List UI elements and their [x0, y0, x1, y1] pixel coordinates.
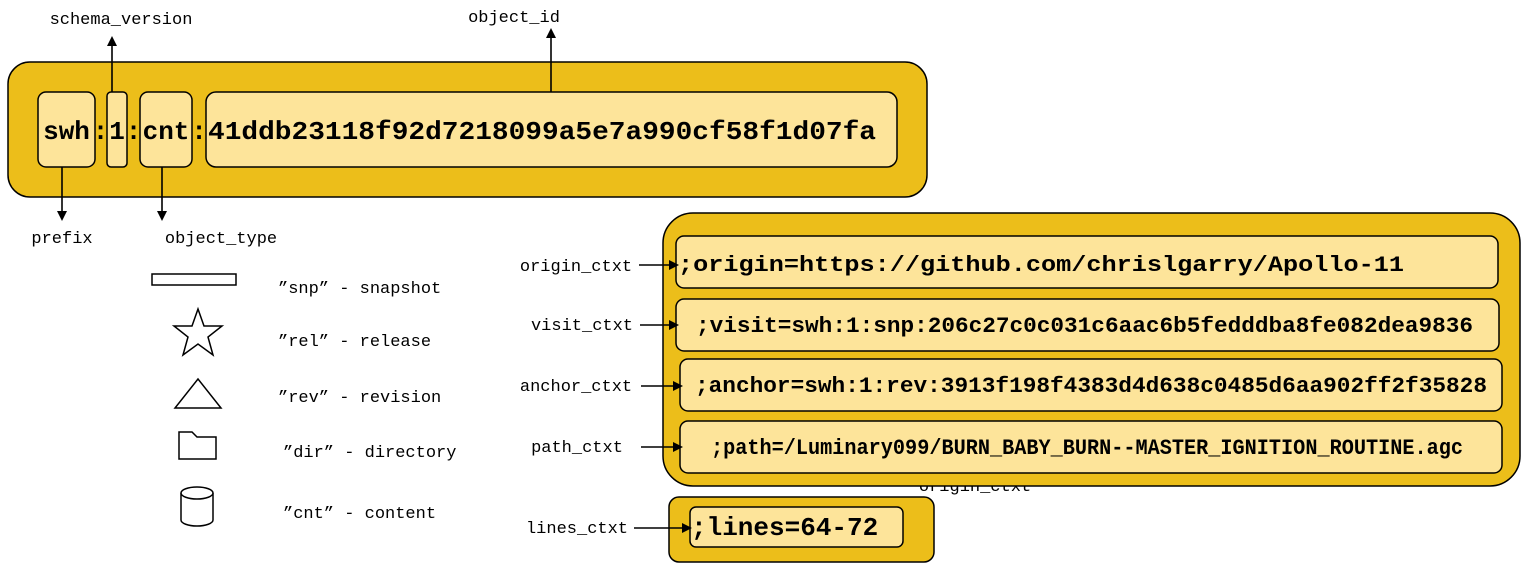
schema-version-text: 1: [109, 117, 125, 147]
schema-version-box: [106, 91, 128, 168]
origin-value: ;origin=https://github.com/chrislgarry/A…: [678, 253, 1404, 278]
path-value: ;path=/Luminary099/BURN_BABY_BURN--MASTE…: [711, 436, 1463, 461]
anchor-label: anchor_ctxt: [520, 378, 632, 397]
path-label: path_ctxt: [531, 439, 623, 458]
anchor-value: ;anchor=swh:1:rev:3913f198f4383d4d638c04…: [695, 374, 1487, 399]
prefix-text: swh: [43, 117, 90, 147]
visit-label: visit_ctxt: [531, 317, 633, 336]
legend-directory: ”dir” - directory: [283, 444, 456, 463]
release-star-icon: [171, 306, 225, 357]
origin-label: origin_ctxt: [520, 258, 632, 277]
visit-value: ;visit=swh:1:snp:206c27c0c031c6aac6b5fed…: [696, 314, 1473, 339]
separator-1: :: [93, 117, 109, 147]
revision-triangle-icon: [173, 377, 223, 409]
prefix-label: prefix: [31, 230, 92, 249]
legend-snapshot: ”snp” - snapshot: [278, 280, 441, 299]
object-id-text: 41ddb23118f92d7218099a5e7a990cf58f1d07fa: [208, 117, 876, 147]
object-type-box: [139, 91, 193, 168]
separator-3: :: [191, 117, 207, 147]
separator-2: :: [126, 117, 142, 147]
directory-folder-icon: [178, 431, 217, 460]
content-cylinder-icon: [180, 486, 214, 527]
lines-label: lines_ctxt: [526, 520, 628, 539]
object-id-label: object_id: [468, 9, 560, 28]
object-type-text: cnt: [143, 117, 190, 147]
schema-version-label: schema_version: [50, 11, 193, 30]
legend-content: ”cnt” - content: [283, 505, 436, 524]
lines-value: ;lines=64-72: [691, 513, 878, 543]
legend-revision: ”rev” - revision: [278, 389, 441, 408]
legend-release: ”rel” - release: [278, 333, 431, 352]
snapshot-rectangle-icon: [151, 273, 237, 286]
object-type-label: object_type: [165, 230, 277, 249]
prefix-box: [37, 91, 96, 168]
